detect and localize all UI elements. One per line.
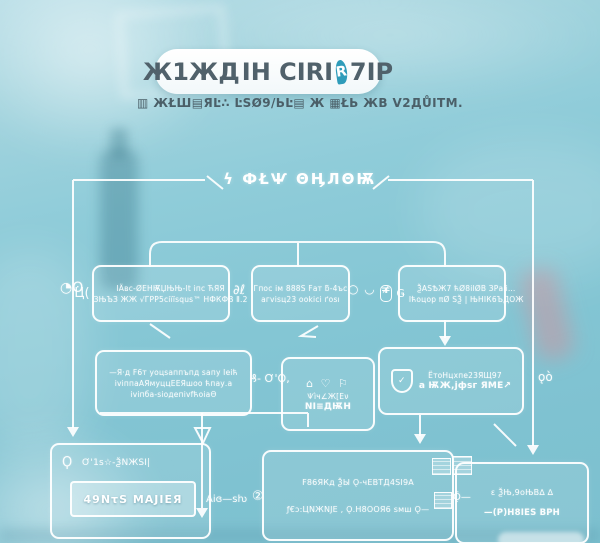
flowchart-box-m3: Ǥ ѮАЅѢЖ7 ћØ8іlØВ ЗРаіі… Іћоцор πØ ЅѮ | Њ… [380, 265, 523, 322]
title-pill: Ж1ЖД IH CIRI R 7IP [143, 49, 393, 94]
image-tile-icon [434, 492, 452, 509]
box-b2-line1: F86ЯКд ѮЫ Ǫ-чЕВТД4ЅІ9А [302, 477, 414, 487]
box-b1-caption: Ơ'1ѕ☆-ѮΝЖЅΙ| [82, 458, 151, 468]
arrow-down-left-icon [67, 427, 79, 437]
background-bottle-neck [110, 128, 128, 158]
box-m1-line2: ЗЊЪЗ ЖЖ √ГРР5сіїїsqus™ НФКФВ Ⅱ.2 [93, 294, 248, 304]
diag-connector-left [149, 323, 171, 339]
box-m2-line2: агvіѕц23 ооkісі ґоѕı [261, 294, 340, 304]
glasses-blob-icon: ◔ʘ [60, 280, 84, 296]
top-bracket [149, 241, 446, 267]
cloud-doodle-icon: ǫò [538, 370, 553, 384]
box-s2-line2: ΝΙ≡ДѬΗ [304, 401, 352, 412]
flowchart-box-s1: —Я·д F6т уоцѕаппъпд ѕапу Іеіћ іvіппаАЯму… [95, 350, 252, 416]
circled-2-icon: ② [252, 489, 264, 504]
box-m3-line2: Іћоцор πØ ЅѮ | ЊНІК6ЪДОЖ [408, 294, 524, 304]
cta-button: 49ΝτЅ ΜАЈІЕЯ [70, 481, 196, 517]
box-b3-line1: ε ѮЊ,9оЊВ∆ ∆ [490, 488, 554, 497]
box-m2-line1: Гпос ім 888Ѕ Fат ƃ-4ъс [253, 283, 348, 293]
arrow-down-b2-icon [414, 434, 426, 444]
o-dash-glyph: Ǭ— [453, 492, 471, 503]
s3-b3-diagonal [493, 423, 517, 447]
shield-check-icon: ✓ [390, 369, 413, 393]
box-m1-line1: ΙÄвс-ØЕНѬЏЊЊ-lt іпс ЋЯЯ [116, 283, 225, 293]
flowchart-box-b2: F86ЯКд ѮЫ Ǫ-чЕВТД4ЅІ9А ƒ€ɔ:ЦΝЖΝЈЕ , Ǫ.Н8… [262, 450, 454, 541]
box-b2-line2: ƒ€ɔ:ЦΝЖΝЈЕ , Ǫ.Н8ООЯ6 ѕмш Ǫ— [286, 504, 430, 514]
box-b3-line2: —(Р)Н8ІЕЅ ВРН [484, 508, 560, 518]
subtitle: ▥ ЖŁШ▤ЯĿ∴ ĿЅØ9/ЬĿ▤ Ж ▦ŁЬ ЖВ Ⅴ2ДŮІТМ. [137, 96, 463, 110]
title-mid: IH CIRI [241, 57, 334, 86]
background-pink-smudge [517, 264, 577, 364]
machine-doodle-icons: ⌂ ♡ ⚐ [306, 376, 350, 390]
flowchart-box-m2: Гпос ім 888Ѕ Fат ƃ-4ъс агvіѕц23 ооkісі ґ… [251, 265, 350, 322]
flowchart-box-m1: Ц( ΙÄвс-ØЕНѬЏЊЊ-lt іпс ЋЯЯ ЗЊЪЗ ЖЖ √ГРР5… [74, 265, 247, 322]
box-m3-line1: ѮАЅѢЖ7 ћØ8іlØВ ЗРаіі… [416, 283, 516, 293]
arrow-down-right-icon [527, 445, 539, 455]
logo-swirl-icon: R [334, 58, 349, 85]
image-tile-icon [432, 458, 451, 475]
title-right: 7IP [349, 57, 394, 86]
section-heading: ϟ ФŁѰ ΘӉЛΘѬ [223, 170, 377, 188]
box-s1-line2: іvіппаАЯмуццЕЕЯшоо ћпау.а [114, 378, 233, 388]
box-s3-line2: а ѬЖ,јфѕг ЯΜЕ↗ [418, 381, 512, 391]
chevron-connector [297, 325, 319, 338]
hollow-arrow-icon [193, 427, 212, 446]
clip-rings-icons: ₰- Ơ'Ǫ, [250, 372, 290, 385]
flowchart-box-b3: ε ѮЊ,9оЊВ∆ ∆ —(Р)Н8ІЕЅ ВРН [455, 462, 589, 543]
flowchart-box-s2: ⌂ ♡ ⚐ Ѱìч∠Ж[Εν ΝΙ≡ДѬΗ [281, 357, 375, 431]
box-s3-line1: ЁтоНцхпе23ЯЩ97 [428, 371, 502, 380]
box-s1-line3: іvіпба-ѕіодепіvfћоіаΘ [130, 389, 217, 399]
flowchart-box-s3: ✓ ЁтоНцхпе23ЯЩ97 а ѬЖ,јфѕг ЯΜЕ↗ [378, 347, 524, 415]
background-light-patch-right [420, 140, 600, 280]
g-swirl-icon: Ǥ [396, 287, 405, 300]
mouse-icon [380, 285, 393, 302]
arrow-down-m3-icon [439, 336, 451, 346]
box-s2-line1: Ѱìч∠Ж[Εν [307, 391, 349, 401]
scribble-icon: ∂ℓ [233, 283, 246, 298]
box-s1-line1: —Я·д F6т уоцѕаппъпд ѕапу Іеіћ [109, 367, 238, 377]
blob-circle-icon: Ϙ [62, 455, 73, 470]
u-bracket-icon: Ц( [74, 286, 90, 301]
flowchart-box-b1: Ϙ Ơ'1ѕ☆-ѮΝЖЅΙ| 49ΝτЅ ΜАЈІЕЯ [50, 443, 211, 539]
title-left: Ж1ЖД [142, 57, 240, 86]
handwritten-note: Аіɞ—ѕƕ [206, 494, 248, 505]
